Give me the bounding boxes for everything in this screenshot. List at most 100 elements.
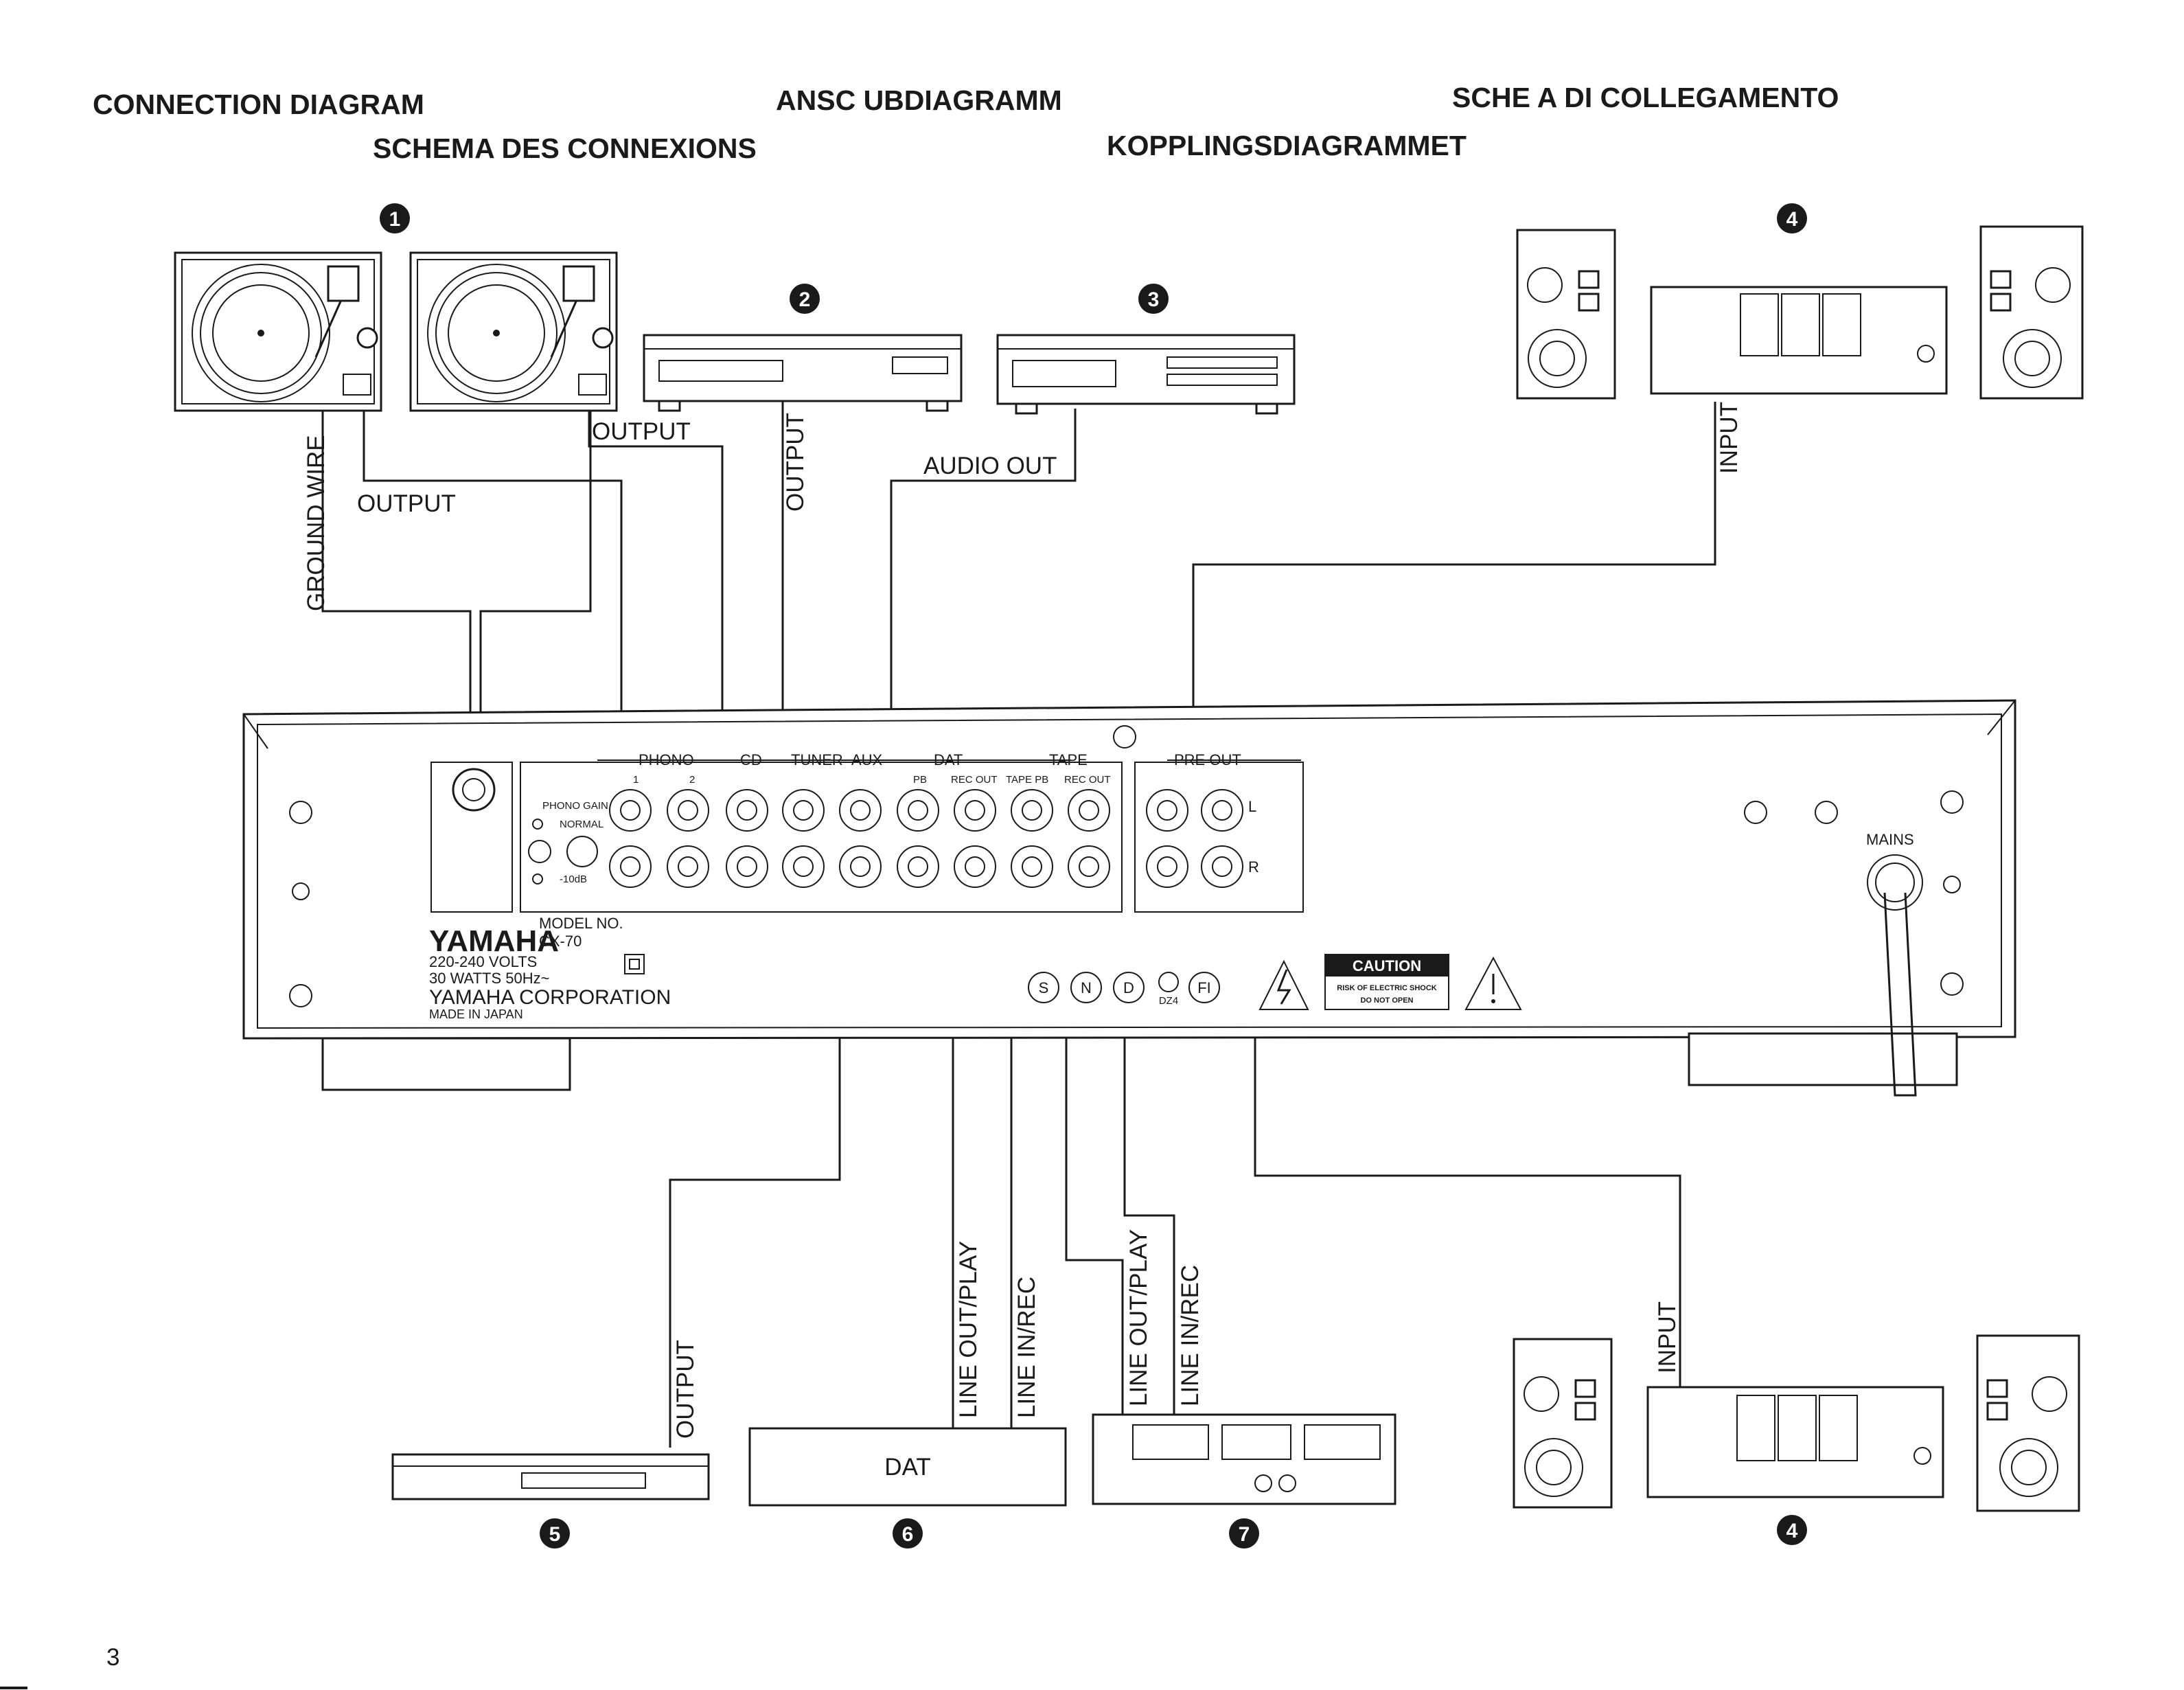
tuner-audio-out-cable xyxy=(890,409,1077,810)
phono-gain-switch[interactable]: PHONO GAIN NORMAL -10dB xyxy=(528,800,608,885)
label-amp-top-input: INPUT xyxy=(1716,402,1743,474)
jack-sub-tape-rec: REC OUT xyxy=(1064,774,1111,786)
brand-logo: YAMAHA xyxy=(429,924,559,958)
jack-sub-dat-rec: REC OUT xyxy=(951,774,998,786)
caution-title: CAUTION xyxy=(1353,957,1421,974)
label-cd-output: OUTPUT xyxy=(782,413,809,512)
label-tape-line-out: LINE OUT/PLAY xyxy=(1125,1229,1152,1406)
jack-label-pre-out: PRE OUT xyxy=(1174,751,1241,768)
model-no-label: MODEL NO. xyxy=(539,915,623,932)
page-number: 3 xyxy=(106,1644,119,1671)
marker-dat-number: 6 xyxy=(902,1523,914,1546)
jack-sub-tape-pb: TAPE PB xyxy=(1006,774,1048,786)
tape-line-in-cable xyxy=(1123,872,1175,1415)
label-aux-output: OUTPUT xyxy=(672,1340,699,1439)
panel-screws xyxy=(289,725,1964,1007)
title-swedish: KOPPLINGSDIAGRAMMET xyxy=(1107,130,1467,161)
model-name: CX-70 xyxy=(539,933,582,950)
label-dat-line-out: LINE OUT/PLAY xyxy=(955,1241,982,1418)
jack-label-dat: DAT xyxy=(934,751,963,768)
jack-sub-phono1: 1 xyxy=(633,774,639,786)
jack-label-aux: AUX xyxy=(851,751,883,768)
marker-amp-top-number: 4 xyxy=(1786,208,1798,231)
made-in-label: MADE IN JAPAN xyxy=(429,1007,523,1021)
caution-label: CAUTION RISK OF ELECTRIC SHOCK DO NOT OP… xyxy=(1258,954,1522,1010)
cert-mark-sub: DZ4 xyxy=(1159,995,1178,1007)
label-turntable-output-1: OUTPUT xyxy=(357,490,456,517)
rca-jacks-top xyxy=(609,789,1243,832)
jack-label-cd: CD xyxy=(740,751,762,768)
marker-amp-bottom: 4 xyxy=(1777,1515,1807,1545)
mains-label: MAINS xyxy=(1866,831,1914,848)
marker-tape: 7 xyxy=(1229,1518,1259,1549)
turntable-1 xyxy=(174,251,382,412)
jack-label-tape: TAPE xyxy=(1049,751,1088,768)
label-dat-line-in: LINE IN/REC xyxy=(1013,1277,1040,1418)
ground-terminal xyxy=(430,762,513,913)
jack-label-phono: PHONO xyxy=(639,751,694,768)
lightning-icon xyxy=(1276,969,1291,1005)
marker-turntables: 1 xyxy=(380,203,410,233)
title-french: SCHEMA DES CONNEXIONS xyxy=(373,133,757,164)
tape-line-out-cable xyxy=(1065,872,1124,1415)
label-tape-line-in: LINE IN/REC xyxy=(1177,1265,1204,1406)
caution-do-not-open: DO NOT OPEN xyxy=(1360,996,1413,1005)
tape-deck xyxy=(1092,1413,1396,1505)
corporation-name: YAMAHA CORPORATION xyxy=(429,986,671,1009)
label-amp-bottom-input: INPUT xyxy=(1654,1301,1681,1373)
pre-out-jack-area xyxy=(1134,762,1304,913)
input-jack-area xyxy=(520,762,1123,913)
title-german: ANSC UBDIAGRAMM xyxy=(776,84,1062,116)
marker-cd: 2 xyxy=(790,284,820,314)
dat-device: DAT xyxy=(748,1427,1067,1507)
ground-wire-cable-2 xyxy=(479,405,592,776)
marker-tuner-number: 3 xyxy=(1148,288,1160,311)
warning-triangle-icon xyxy=(1464,956,1522,1010)
voltage-rating: 220-240 VOLTS xyxy=(429,953,537,970)
jack-sub-dat-pb: PB xyxy=(913,774,927,786)
aux-device xyxy=(391,1453,710,1500)
turntable-2-output-cable xyxy=(588,405,724,810)
marker-amp-bottom-number: 4 xyxy=(1786,1520,1798,1542)
jack-label-tuner: TUNER xyxy=(791,751,843,768)
mains-cord: MAINS xyxy=(1866,831,1923,1097)
marker-aux-number: 5 xyxy=(549,1523,561,1546)
phono-gain-label: PHONO GAIN xyxy=(542,800,608,812)
certification-marks: S N D DZ4 FI xyxy=(1028,972,1220,1007)
phono-gain-minus10: -10dB xyxy=(560,873,587,885)
label-tuner-audio-out: AUDIO OUT xyxy=(923,453,1057,479)
label-turntable-output-2: OUTPUT xyxy=(592,418,691,445)
cert-mark-d: D xyxy=(1123,979,1134,996)
ground-wire-cable xyxy=(321,405,472,776)
titles: CONNECTION DIAGRAM ANSC UBDIAGRAMM SCHE … xyxy=(93,82,1839,164)
marker-turntables-number: 1 xyxy=(389,208,401,231)
cable-labels: GROUND WIRE OUTPUT OUTPUT OUTPUT AUDIO O… xyxy=(303,402,1743,1439)
turntable-1-output-cable xyxy=(363,405,623,810)
amp-top-input-cable xyxy=(1192,402,1716,810)
title-english: CONNECTION DIAGRAM xyxy=(93,89,424,120)
marker-cd-number: 2 xyxy=(799,288,811,311)
turntable-2 xyxy=(409,251,618,412)
jack-group-labels: PHONO CD TUNER AUX DAT TAPE PRE OUT 1 2 … xyxy=(597,751,1301,876)
marker-amp-top: 4 xyxy=(1777,203,1807,233)
cert-mark-n: N xyxy=(1081,979,1092,996)
marker-aux: 5 xyxy=(540,1518,570,1549)
caution-shock: RISK OF ELECTRIC SHOCK xyxy=(1337,984,1437,992)
jack-sub-right: R xyxy=(1248,858,1259,876)
amplifier-top xyxy=(1516,225,2084,400)
amplifier-bottom xyxy=(1513,1334,2080,1512)
dat-box-label: DAT xyxy=(884,1454,930,1481)
cd-player xyxy=(643,334,963,412)
wattage-rating: 30 WATTS 50Hz~ xyxy=(429,970,549,987)
jack-sub-left: L xyxy=(1248,798,1256,815)
phono-gain-normal: NORMAL xyxy=(560,819,604,830)
marker-tuner: 3 xyxy=(1138,284,1169,314)
marker-tape-number: 7 xyxy=(1239,1523,1250,1546)
model-plate: YAMAHA MODEL NO. CX-70 220-240 VOLTS 30 … xyxy=(429,915,671,1021)
marker-dat: 6 xyxy=(893,1518,923,1549)
title-italian: SCHE A DI COLLEGAMENTO xyxy=(1452,82,1839,113)
jack-sub-phono2: 2 xyxy=(689,774,695,786)
rca-jacks-bottom xyxy=(609,845,1243,888)
cert-mark-fi: FI xyxy=(1197,979,1211,996)
